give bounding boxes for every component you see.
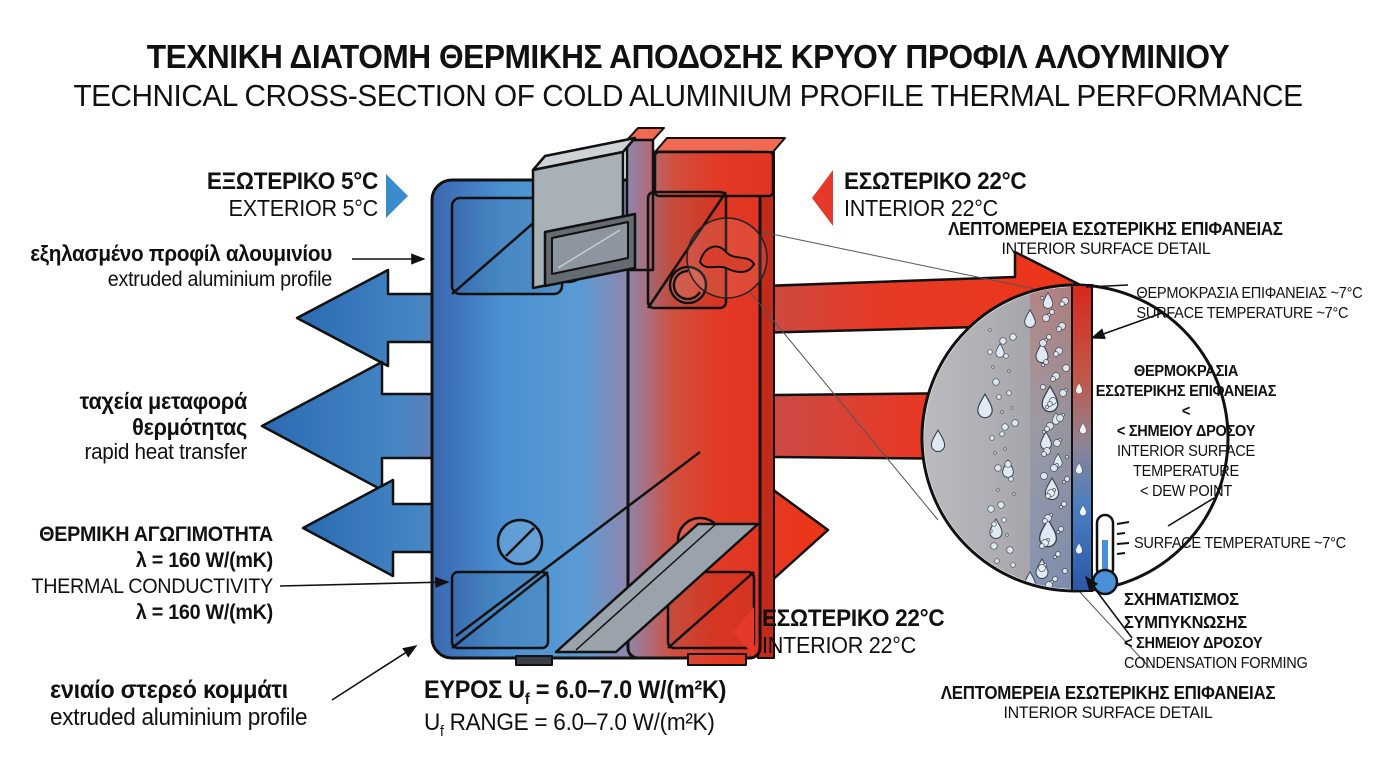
detail-header-top: ΛΕΠΤΟΜΕΡΕΙΑ ΕΣΩΤΕΡΙΚΗΣ ΕΠΙΦΑΝΕΙΑΣ INTERI… [948, 219, 1283, 259]
label-exterior: ΕΞΩΤΕΡΙΚΟ 5°C EXTERIOR 5°C [206, 168, 378, 222]
label-surface-temp-top: ΘΕΡΜΟΚΡΑΣΙΑ ΕΠΙΦΑΝΕΙΑΣ ~7°C SURFACE TEMP… [1136, 285, 1363, 322]
profile-top-cap [653, 150, 775, 198]
label-uf-range: ΕΥΡΟΣ Uf = 6.0–7.0 W/(m²K) Uf RANGE = 6.… [424, 676, 727, 740]
label-rapid-heat-transfer: ταχεία μεταφορά θερμότητας rapid heat tr… [79, 388, 248, 464]
magnifier-leader-lines [749, 231, 1151, 669]
diagonal-channel [554, 522, 760, 654]
label-dew-point-block: ΘΕΡΜΟΚΡΑΣΙΑ ΕΣΩΤΕΡΙΚΗΣ ΕΠΙΦΑΝΕΙΑΣ < < ΣΗ… [1095, 363, 1277, 500]
glazing-unit [531, 136, 637, 290]
label-thermal-conductivity: ΘΕΡΜΙΚΗ ΑΓΩΓΙΜΟΤΗΤΑ λ = 160 W/(mK) THERM… [31, 523, 274, 624]
warm-direction-icon-top [812, 170, 833, 226]
page-title: ΤΕΧΝΙΚΗ ΔΙΑΤΟΜΗ ΘΕΡΜΙΚΗΣ ΑΠΟΔΟΣΗΣ ΚΡΥΟΥ … [28, 36, 1349, 115]
warm-direction-icon-bottom [733, 607, 754, 656]
strip-droplets [1075, 382, 1087, 554]
detail-header-bottom: ΛΕΠΤΟΜΕΡΕΙΑ ΕΣΩΤΕΡΙΚΗΣ ΕΠΙΦΑΝΕΙΑΣ INTERI… [940, 683, 1276, 723]
thermometer-icon [1091, 513, 1130, 596]
profile-foot-right [687, 653, 747, 666]
magnifier-circle [686, 217, 768, 299]
title-english: TECHNICAL CROSS-SECTION OF COLD ALUMINIU… [73, 78, 1303, 113]
label-condensation: ΣΧΗΜΑΤΙΣΜΟΣ ΣΥΜΠΥΚΝΩΣΗΣ < ΣΗΜΕΙΟΥ ΔΡΟΣΟΥ… [1124, 589, 1308, 672]
profile-top-face [654, 137, 786, 153]
temperature-strip [1071, 284, 1093, 592]
cold-direction-icon [386, 174, 408, 218]
annotation-arrows [279, 253, 1215, 701]
label-thermometer: SURFACE TEMPERATURE ~7°C [1134, 535, 1346, 552]
label-solid-piece: ενιαίο στερεό κομμάτι extruded aluminium… [50, 676, 308, 732]
label-extruded-profile: εξηλασμένο προφίλ αλουμινίου extruded al… [30, 241, 332, 291]
label-interior-top: ΕΣΩΤΕΡΙΚΟ 22°C INTERIOR 22°C [844, 168, 1027, 222]
label-interior-bottom: ΕΣΩΤΕΡΙΚΟ 22°C INTERIOR 22°C [762, 605, 945, 659]
profile-foot-left [515, 655, 553, 666]
title-greek: ΤΕΧΝΙΚΗ ΔΙΑΤΟΜΗ ΘΕΡΜΙΚΗΣ ΑΠΟΔΟΣΗΣ ΚΡΥΟΥ … [146, 38, 1230, 75]
